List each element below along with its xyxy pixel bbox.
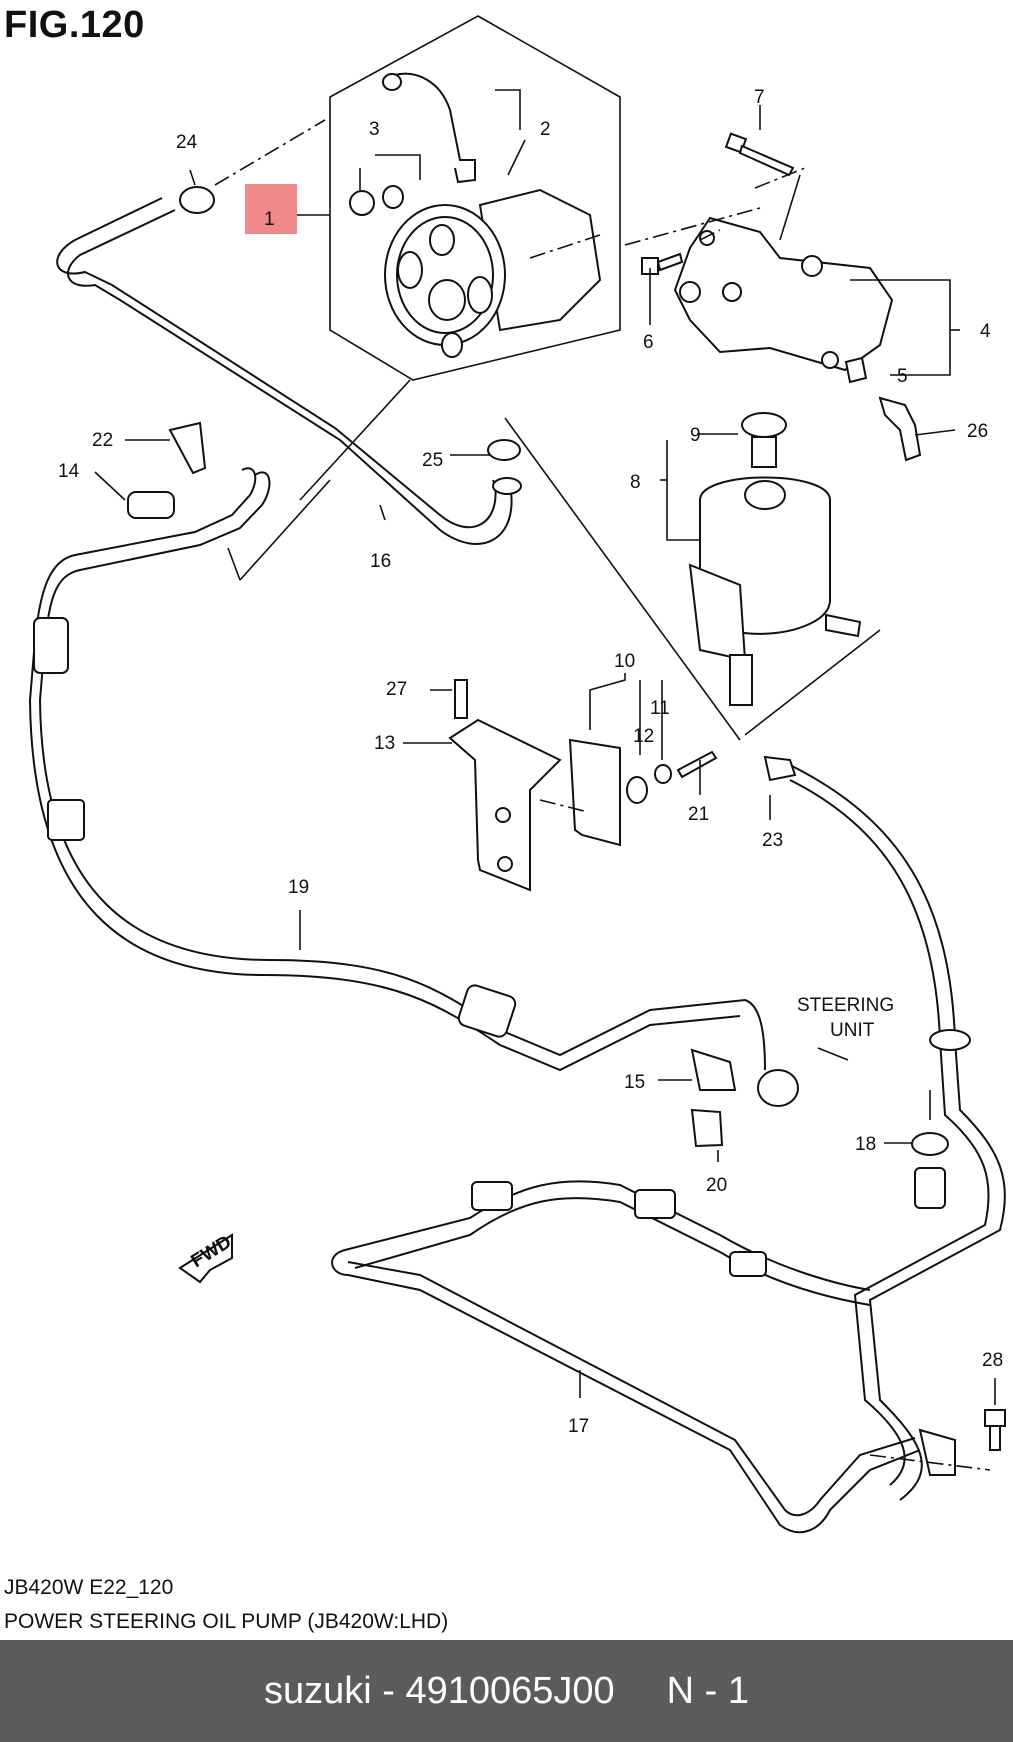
callout-1: 1 <box>264 209 275 230</box>
callout-22: 22 <box>92 430 113 451</box>
bolt-22 <box>168 421 207 475</box>
fwd-arrow: FWD <box>178 1232 235 1284</box>
figure-title: FIG.120 <box>4 4 145 46</box>
hose-17 <box>344 1180 871 1291</box>
callout-19: 19 <box>288 877 309 898</box>
hose-19-inner <box>28 467 741 1072</box>
bolt-7 <box>724 132 795 177</box>
hose-right-inner <box>789 779 990 1486</box>
callout-3: 3 <box>369 119 380 140</box>
hose-17-inner <box>354 1197 871 1306</box>
callout-26: 26 <box>967 421 988 442</box>
callout-9: 9 <box>690 425 701 446</box>
callout-16: 16 <box>370 551 391 572</box>
callout-23: 23 <box>762 830 783 851</box>
clip-26 <box>878 396 922 462</box>
collar-11 <box>654 764 672 784</box>
pipe-17-inner <box>347 1261 916 1517</box>
callout-6: 6 <box>643 332 654 353</box>
callout-5: 5 <box>897 366 908 387</box>
grommet-12 <box>626 776 648 804</box>
clamp-24 <box>179 186 215 214</box>
callout-18: 18 <box>855 1134 876 1155</box>
clamp-23 <box>763 755 797 782</box>
diagram-code: JB420W E22_120 <box>4 1576 174 1599</box>
callout-12: 12 <box>633 726 654 747</box>
bolt-21 <box>676 750 718 779</box>
callout-11: 11 <box>650 698 670 719</box>
footer-bar: suzuki - 4910065J00 N - 1 <box>0 1640 1013 1742</box>
pump-bracket <box>673 216 894 384</box>
hose-right <box>789 764 1006 1501</box>
pipe-17 <box>331 1249 921 1534</box>
callout-24: 24 <box>176 132 198 153</box>
power-steering-pump <box>349 72 602 358</box>
callout-7: 7 <box>754 87 765 108</box>
steering-label-line1: STEERING <box>797 995 894 1016</box>
hose-19 <box>38 471 766 1071</box>
callout-13: 13 <box>374 733 395 754</box>
clamp-25 <box>487 439 521 461</box>
hose-16 <box>67 209 513 545</box>
bolt-20 <box>690 1108 724 1148</box>
diagram-description: POWER STEERING OIL PUMP (JB420W:LHD) <box>4 1610 449 1633</box>
part-1-highlight <box>245 184 297 234</box>
bolt-6 <box>641 252 684 275</box>
callout-15: 15 <box>624 1072 645 1093</box>
part-number-label: suzuki - 4910065J00 <box>263 1669 615 1712</box>
callout-25: 25 <box>422 450 443 471</box>
steering-label-line2: UNIT <box>830 1020 875 1041</box>
callout-8: 8 <box>630 472 641 493</box>
callout-2: 2 <box>540 119 551 140</box>
bracket-28 <box>918 1428 956 1476</box>
reservoir <box>688 412 862 706</box>
callout-17: 17 <box>568 1416 589 1437</box>
bolt-28 <box>984 1409 1006 1427</box>
callout-14: 14 <box>58 461 80 482</box>
banjo-fitting <box>757 1069 799 1107</box>
callout-27: 27 <box>386 679 407 700</box>
callout-4: 4 <box>980 321 991 342</box>
fitting-14 <box>127 491 175 519</box>
callout-20: 20 <box>706 1175 727 1196</box>
page-label: N - 1 <box>666 1669 750 1712</box>
bracket-10 <box>568 738 621 847</box>
washer-15 <box>690 1048 737 1091</box>
callout-28: 28 <box>982 1350 1003 1371</box>
parts-diagram: FWD STEERING UNIT 1 2 3 4 5 <box>28 15 1006 1534</box>
hose-16-inner <box>56 197 497 529</box>
callout-10: 10 <box>614 651 635 672</box>
callout-21: 21 <box>688 804 709 825</box>
pump-detail-outline <box>329 15 621 381</box>
clamp-18 <box>911 1132 949 1156</box>
bracket-13 <box>448 679 562 892</box>
steering-arrow <box>817 1047 849 1061</box>
